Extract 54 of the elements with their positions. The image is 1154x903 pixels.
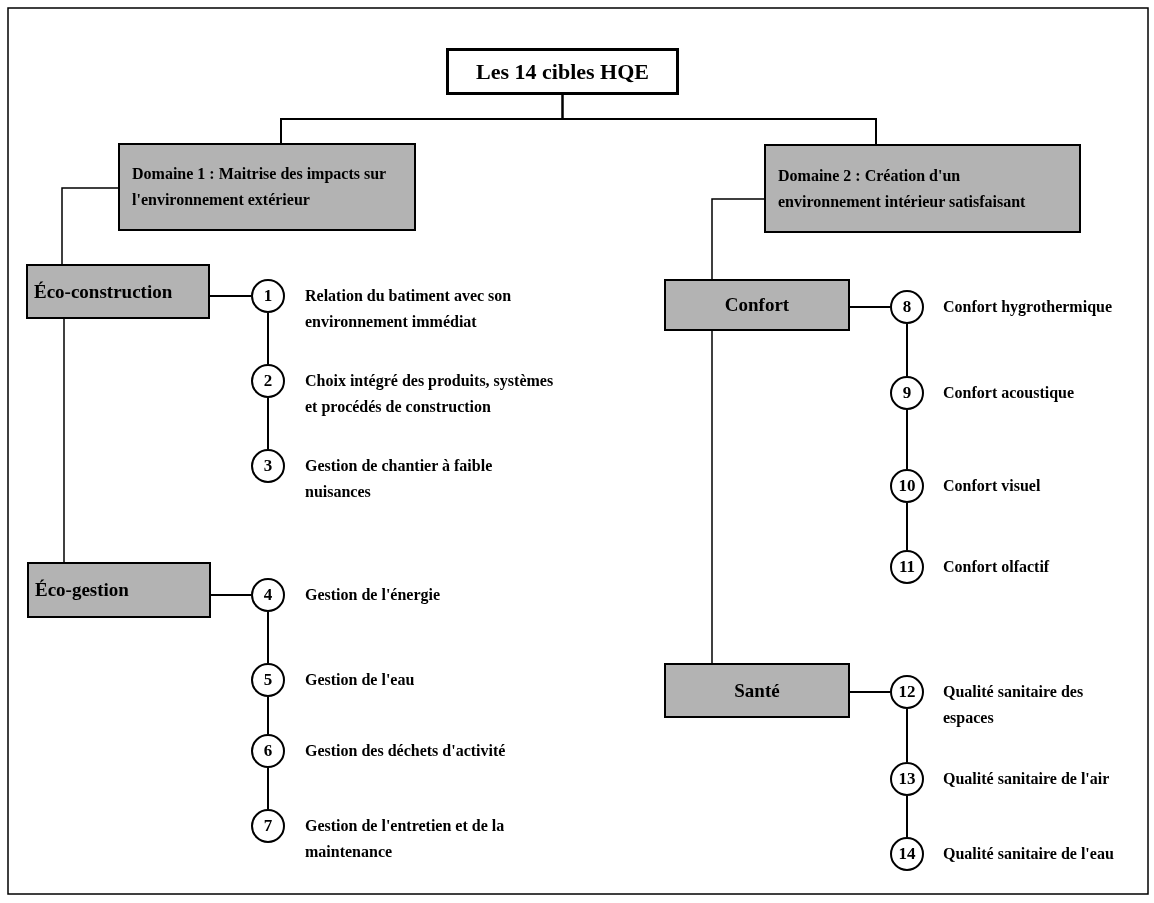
connector-line xyxy=(906,409,908,470)
domain-box: Domaine 1 : Maitrise des impacts sur l'environnement extérieur xyxy=(118,143,416,231)
connector-line xyxy=(267,312,269,365)
target-label: Qualité sanitaire des espaces xyxy=(943,682,1085,729)
target-label: Relation du batiment avec son environnement immédiat xyxy=(305,286,513,332)
connector-line xyxy=(711,330,713,664)
target-number-circle: 1 xyxy=(251,279,285,313)
connector-line xyxy=(849,691,891,693)
target-number-circle: 4 xyxy=(251,578,285,612)
target-number-circle: 10 xyxy=(890,469,924,503)
connector-line xyxy=(906,323,908,377)
target-label: Confort visuel xyxy=(943,476,1042,496)
target-number-circle: 7 xyxy=(251,809,285,843)
target-number-circle: 2 xyxy=(251,364,285,398)
target-label: Gestion de l'eau xyxy=(305,670,416,690)
target-label: Gestion de l'énergie xyxy=(305,585,442,606)
connector-line xyxy=(210,594,252,596)
target-number-circle: 3 xyxy=(251,449,285,483)
connector-line xyxy=(267,696,269,735)
target-label: Gestion de l'entretien et de la maintenance xyxy=(305,816,506,862)
connector-line xyxy=(267,397,269,450)
target-number-circle: 11 xyxy=(890,550,924,584)
connector-line xyxy=(209,295,252,297)
connector-line xyxy=(267,767,269,810)
connector-line xyxy=(906,708,908,763)
target-label: Confort acoustique xyxy=(943,383,1076,404)
target-number-circle: 12 xyxy=(890,675,924,709)
target-number-circle: 13 xyxy=(890,762,924,796)
category-box: Santé xyxy=(664,663,850,718)
category-box: Éco-construction xyxy=(26,264,210,319)
target-label: Qualité sanitaire de l'eau xyxy=(943,844,1115,864)
target-label: Confort hygrothermique xyxy=(943,297,1114,318)
target-label: Confort olfactif xyxy=(943,557,1051,577)
target-label: Qualité sanitaire de l'air xyxy=(943,769,1111,789)
target-number-circle: 6 xyxy=(251,734,285,768)
target-number-circle: 9 xyxy=(890,376,924,410)
connector-line xyxy=(61,187,119,265)
connector-line xyxy=(711,198,765,280)
category-box: Éco-gestion xyxy=(27,562,211,618)
title-box: Les 14 cibles HQE xyxy=(446,48,679,95)
target-label: Choix intégré des produits, systèmes et procédés de construction xyxy=(305,371,555,418)
connector-line xyxy=(561,94,877,145)
domain-box: Domaine 2 : Création d'un environnement intérieur satisfaisant xyxy=(764,144,1081,233)
target-label: Gestion des déchets d'activité xyxy=(305,741,507,761)
target-number-circle: 14 xyxy=(890,837,924,871)
category-box: Confort xyxy=(664,279,850,331)
connector-line xyxy=(849,306,891,308)
connector-line xyxy=(267,611,269,664)
connector-line xyxy=(63,318,65,563)
connector-line xyxy=(906,502,908,551)
target-number-circle: 5 xyxy=(251,663,285,697)
target-number-circle: 8 xyxy=(890,290,924,324)
target-label: Gestion de chantier à faible nuisances xyxy=(305,456,494,502)
connector-line xyxy=(906,795,908,838)
